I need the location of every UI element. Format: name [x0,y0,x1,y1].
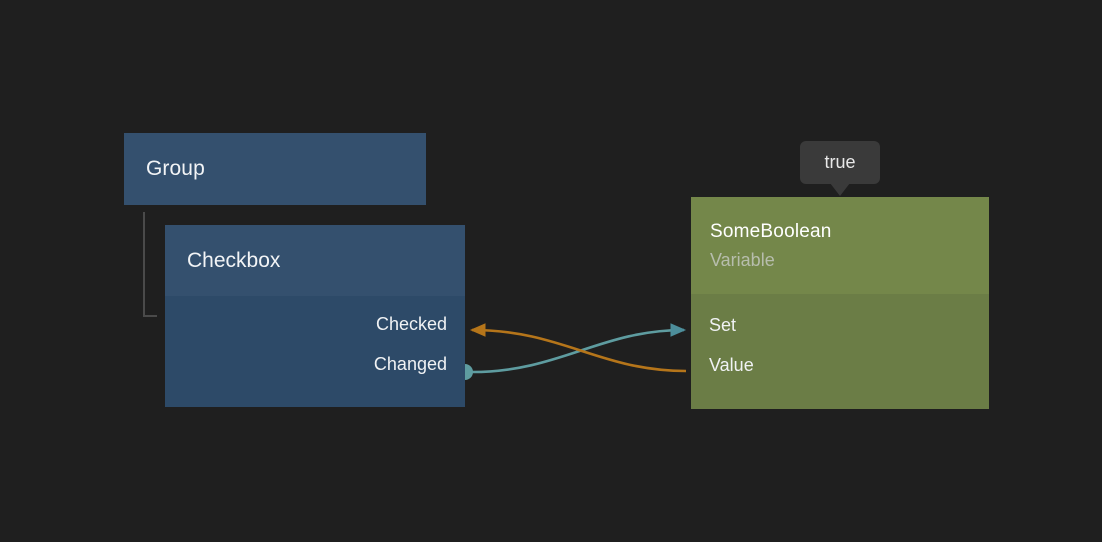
port-someboolean-set[interactable]: Set [709,315,737,335]
node-someboolean[interactable]: SomeBoolean Variable Set Value [691,197,989,409]
node-checkbox-title: Checkbox [187,249,281,272]
node-group-title: Group [146,157,205,180]
node-checkbox-header[interactable]: Checkbox [165,225,465,296]
tree-connector-elbow [143,212,157,317]
port-someboolean-value[interactable]: Value [709,355,754,375]
node-checkbox[interactable]: Checkbox Checked Changed [165,225,465,407]
node-checkbox-body: Checked Changed [165,296,465,407]
node-group[interactable]: Group [124,133,426,205]
node-someboolean-title: SomeBoolean [710,221,832,242]
node-someboolean-header[interactable]: SomeBoolean Variable [691,197,989,294]
wire-value-to-checked [469,323,687,373]
node-group-header[interactable]: Group [124,133,426,205]
port-checkbox-changed[interactable]: Changed [373,354,447,374]
port-checkbox-checked[interactable]: Checked [375,314,447,334]
value-tooltip-tail [830,183,850,196]
node-someboolean-body: Set Value [691,294,989,409]
value-tooltip: true [800,141,880,196]
wire-changed-to-set [471,323,687,374]
node-someboolean-subtitle: Variable [710,250,775,270]
value-tooltip-text: true [824,152,856,172]
